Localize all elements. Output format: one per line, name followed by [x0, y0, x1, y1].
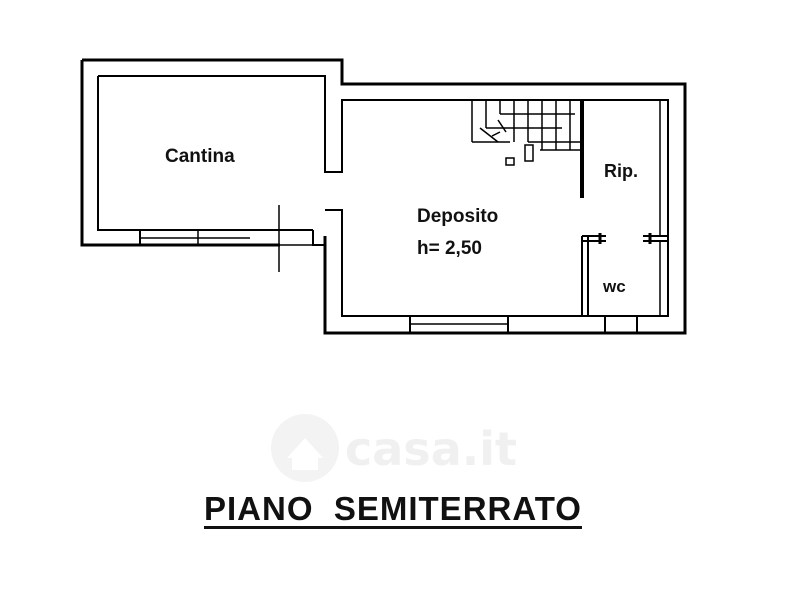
watermark-text: casa.it: [345, 422, 517, 476]
room-label-cantina: Cantina: [165, 146, 235, 167]
plan-title: PIANO SEMITERRATO: [204, 490, 582, 527]
staircase: [471, 100, 582, 151]
room-label-wc: wc: [602, 277, 626, 296]
room-label-deposito: Deposito: [417, 206, 498, 227]
rip-walls: [580, 100, 668, 316]
room-label-rip: Rip.: [604, 161, 638, 181]
house-logo-icon: [271, 414, 339, 482]
deposito-window: [409, 315, 638, 334]
deposito-left-wall: [323, 209, 343, 333]
cantina-window: [139, 229, 250, 246]
walls: [80, 58, 687, 335]
room-height-label: h= 2,50: [417, 238, 482, 259]
door-marker: [250, 205, 313, 272]
stair-details: [505, 144, 534, 166]
casa-it-watermark: casa.it: [271, 414, 517, 482]
